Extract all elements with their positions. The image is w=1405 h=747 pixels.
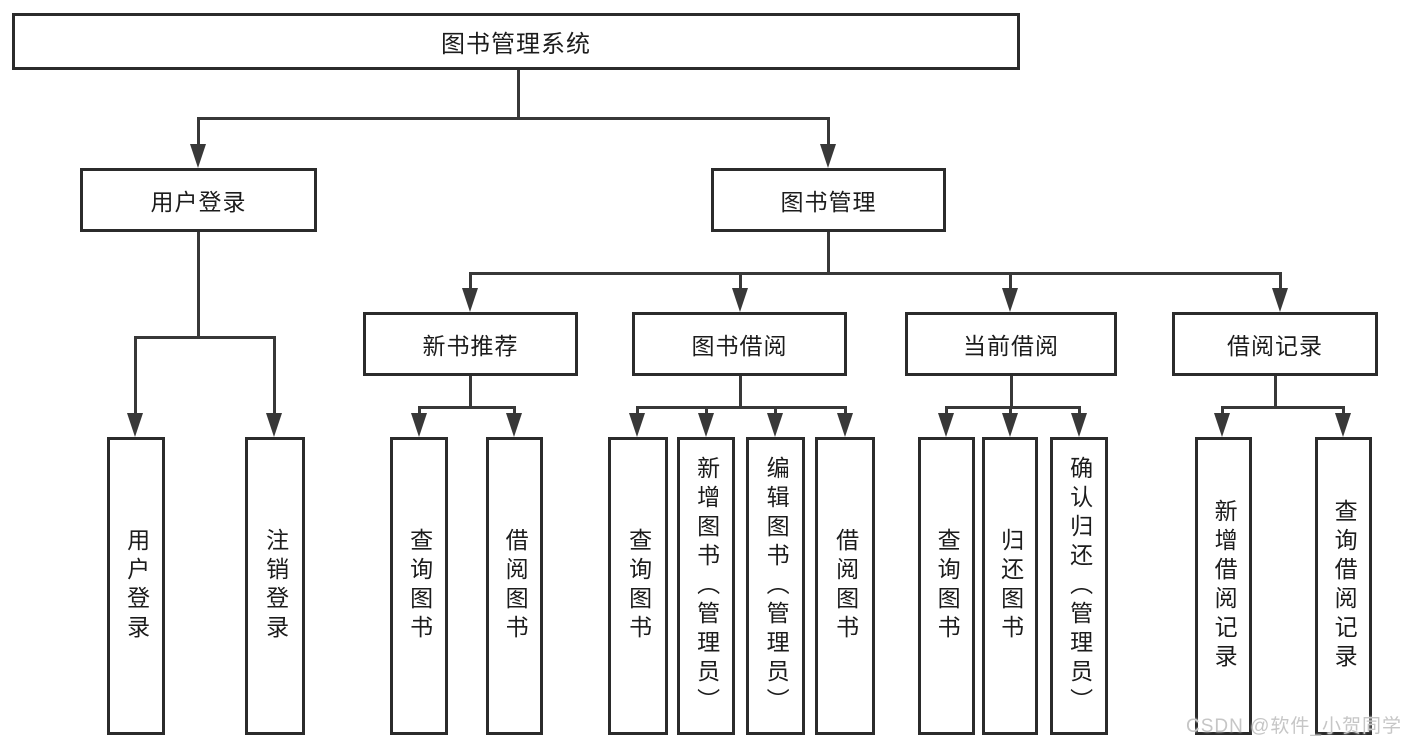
node-borrow-records: 借阅记录 — [1172, 312, 1378, 376]
arrow-down-icon — [938, 413, 954, 437]
leaf-add-borrow-record: 新增借阅记录 — [1195, 437, 1252, 735]
node-current-borrow: 当前借阅 — [905, 312, 1117, 376]
connector-line — [418, 406, 421, 416]
connector-level1-horizontal — [197, 117, 830, 120]
arrow-down-icon — [837, 413, 853, 437]
connector-line — [1009, 272, 1012, 292]
connector-user-login-horizontal — [134, 336, 276, 339]
leaf-query-books-newbook: 查询图书 — [390, 437, 448, 735]
csdn-watermark: CSDN @软件_小贺同学 — [1186, 716, 1402, 737]
arrow-down-icon — [506, 413, 522, 437]
leaf-logout: 注销登录 — [245, 437, 305, 735]
arrow-down-icon — [629, 413, 645, 437]
node-book-borrow: 图书借阅 — [632, 312, 847, 376]
leaf-return-book: 归还图书 — [982, 437, 1038, 735]
connector-current-borrow-stub — [1010, 376, 1013, 406]
connector-borrow-records-stub — [1274, 376, 1277, 406]
arrow-down-icon — [1002, 288, 1018, 312]
arrow-down-icon — [462, 288, 478, 312]
arrow-down-icon — [1272, 288, 1288, 312]
arrow-down-icon — [1214, 413, 1230, 437]
arrow-down-icon — [411, 413, 427, 437]
connector-book-borrow-horizontal — [636, 406, 847, 409]
node-user-login: 用户登录 — [80, 168, 317, 232]
node-book-management: 图书管理 — [711, 168, 946, 232]
connector-line — [513, 406, 516, 416]
arrow-down-icon — [1002, 413, 1018, 437]
node-root: 图书管理系统 — [12, 13, 1020, 70]
connector-line — [739, 272, 742, 292]
connector-book-borrow-stub — [739, 376, 742, 406]
arrow-down-icon — [1071, 413, 1087, 437]
connector-line — [844, 406, 847, 416]
connector-new-book-stub — [469, 376, 472, 406]
arrow-down-icon — [1335, 413, 1351, 437]
leaf-borrow-books-borrow: 借阅图书 — [815, 437, 875, 735]
leaf-query-books-borrow: 查询图书 — [608, 437, 668, 735]
connector-line — [945, 406, 948, 416]
leaf-add-book-admin: 新增图书（管理员） — [677, 437, 735, 735]
connector-line — [273, 336, 276, 416]
leaf-query-borrow-record: 查询借阅记录 — [1315, 437, 1372, 735]
connector-line — [197, 117, 200, 147]
leaf-user-login: 用户登录 — [107, 437, 165, 735]
connector-line — [636, 406, 639, 416]
node-new-book-recommend: 新书推荐 — [363, 312, 578, 376]
arrow-down-icon — [732, 288, 748, 312]
leaf-confirm-return-admin: 确认归还（管理员） — [1050, 437, 1108, 735]
connector-line — [1221, 406, 1224, 416]
connector-line — [1342, 406, 1345, 416]
connector-line — [827, 117, 830, 147]
connector-line — [705, 406, 708, 416]
arrow-down-icon — [767, 413, 783, 437]
connector-new-book-horizontal — [418, 406, 516, 409]
connector-current-borrow-horizontal — [945, 406, 1081, 409]
arrow-down-icon — [127, 413, 143, 437]
leaf-borrow-books-newbook: 借阅图书 — [486, 437, 543, 735]
connector-line — [1078, 406, 1081, 416]
leaf-edit-book-admin: 编辑图书（管理员） — [746, 437, 805, 735]
connector-book-mgmt-stub — [827, 232, 830, 272]
connector-line — [1279, 272, 1282, 292]
connector-line — [774, 406, 777, 416]
leaf-query-books-current: 查询图书 — [918, 437, 975, 735]
connector-line — [469, 272, 472, 292]
arrow-down-icon — [266, 413, 282, 437]
connector-line — [1009, 406, 1012, 416]
arrow-down-icon — [190, 144, 206, 168]
arrow-down-icon — [698, 413, 714, 437]
connector-level2-horizontal — [469, 272, 1282, 275]
arrow-down-icon — [820, 144, 836, 168]
connector-line — [134, 336, 137, 416]
connector-user-login-stub — [197, 232, 200, 336]
connector-root-stub — [517, 70, 520, 118]
connector-borrow-records-horizontal — [1221, 406, 1345, 409]
